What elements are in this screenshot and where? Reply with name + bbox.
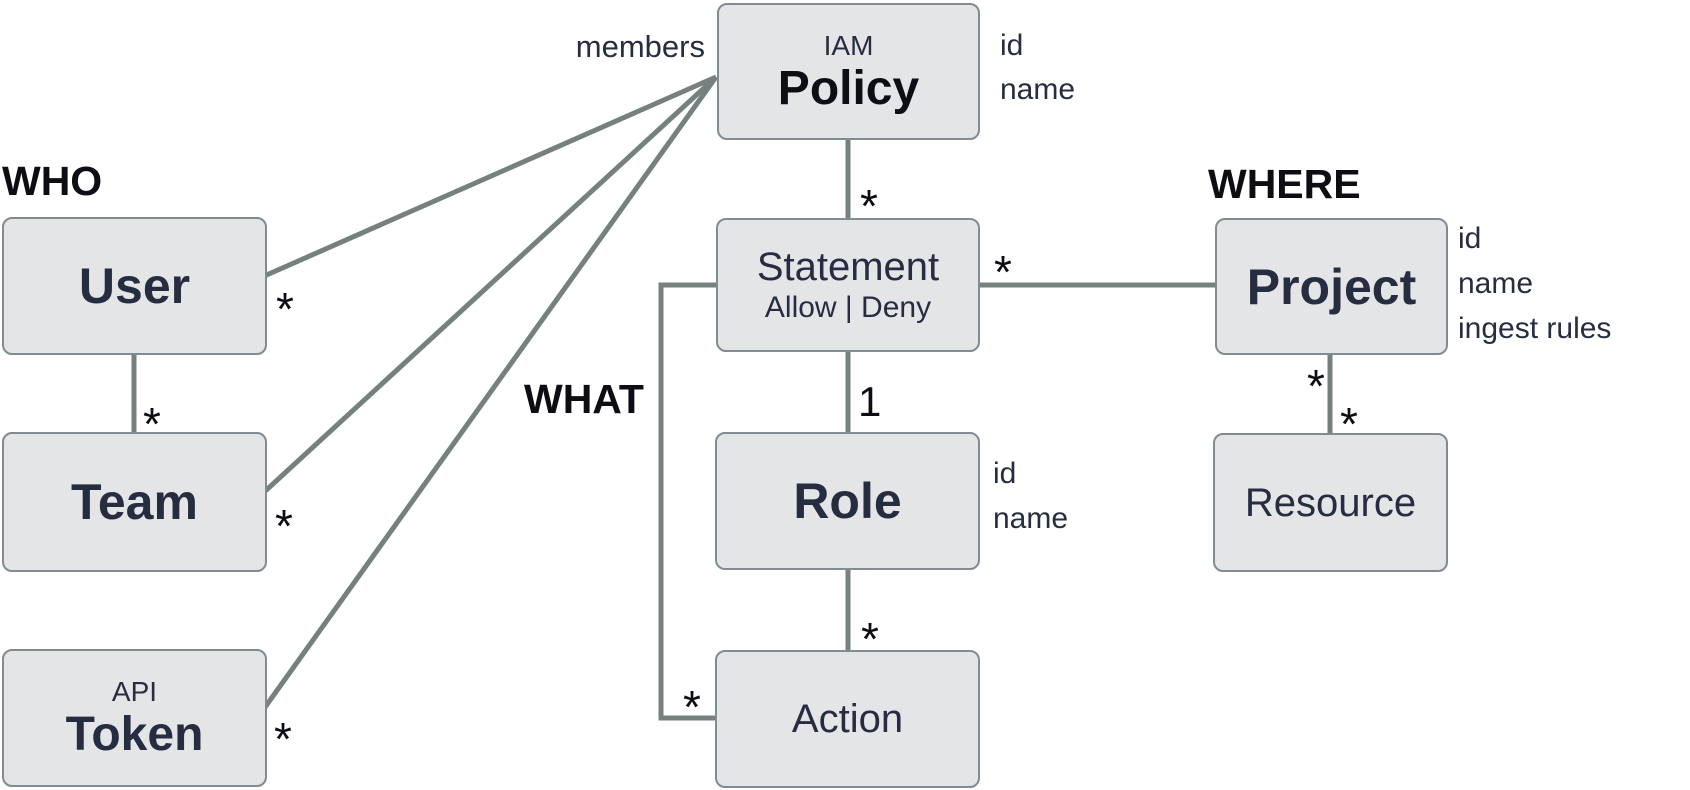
attribute: name (1458, 267, 1534, 300)
attribute: id (1458, 222, 1482, 255)
attribute: ingest rules (1458, 312, 1612, 345)
entity-policy-subtitle: IAM (823, 29, 874, 61)
entity-policy-attributes: id name (1000, 24, 1075, 112)
multiplicity-project-on-resource-edge: * (1307, 360, 1325, 412)
edge-label-members: members (575, 29, 705, 64)
attribute: id (993, 457, 1017, 490)
multiplicity-statement-on-project-edge: * (994, 246, 1012, 298)
attribute: id (1000, 29, 1024, 62)
entity-role-attributes: id name (993, 451, 1068, 541)
entity-token: API Token (2, 649, 267, 787)
entity-role: Role (715, 432, 980, 570)
multiplicity-statement-on-policy-edge: * (860, 180, 878, 232)
entity-statement: Statement Allow | Deny (716, 218, 980, 352)
entity-action-name: Action (791, 697, 904, 741)
entity-resource: Resource (1213, 433, 1448, 572)
entity-user: User (2, 217, 267, 355)
entity-token-name: Token (65, 708, 204, 761)
multiplicity-user-on-policy-edge: * (276, 283, 294, 335)
entity-project-attributes: id name ingest rules (1458, 216, 1611, 351)
entity-resource-name: Resource (1244, 480, 1417, 525)
entity-policy-name: Policy (777, 61, 920, 115)
entity-action: Action (715, 650, 980, 788)
attribute: name (993, 502, 1069, 535)
entity-statement-modes: Allow | Deny (764, 291, 932, 324)
entity-user-name: User (78, 258, 191, 314)
attribute: name (1000, 73, 1076, 106)
entity-project-name: Project (1246, 258, 1417, 315)
section-label-who: WHO (2, 158, 103, 204)
edge-policy-team (260, 75, 718, 496)
edge-policy-user (260, 74, 718, 280)
multiplicity-team-on-policy-edge: * (275, 500, 293, 552)
multiplicity-action-on-statement-edge: * (683, 681, 701, 733)
section-label-what: WHAT (524, 376, 644, 422)
multiplicity-role-on-statement-edge: 1 (858, 378, 882, 425)
entity-role-name: Role (793, 473, 902, 529)
section-label-where: WHERE (1208, 161, 1361, 207)
edge-statement-action-bracket (658, 282, 717, 721)
multiplicity-resource-on-project-edge: * (1340, 398, 1358, 450)
entity-team-name: Team (71, 474, 198, 530)
multiplicity-token-on-policy-edge: * (274, 713, 292, 765)
entity-team: Team (2, 432, 267, 572)
multiplicity-team-on-user-edge: * (143, 398, 161, 450)
entity-project: Project (1215, 218, 1448, 355)
entity-token-subtitle: API (111, 676, 158, 707)
edge-policy-token (260, 75, 719, 712)
entity-statement-name: Statement (756, 245, 940, 289)
multiplicity-action-on-role-edge: * (861, 613, 879, 665)
entity-policy: IAM Policy (717, 3, 980, 140)
